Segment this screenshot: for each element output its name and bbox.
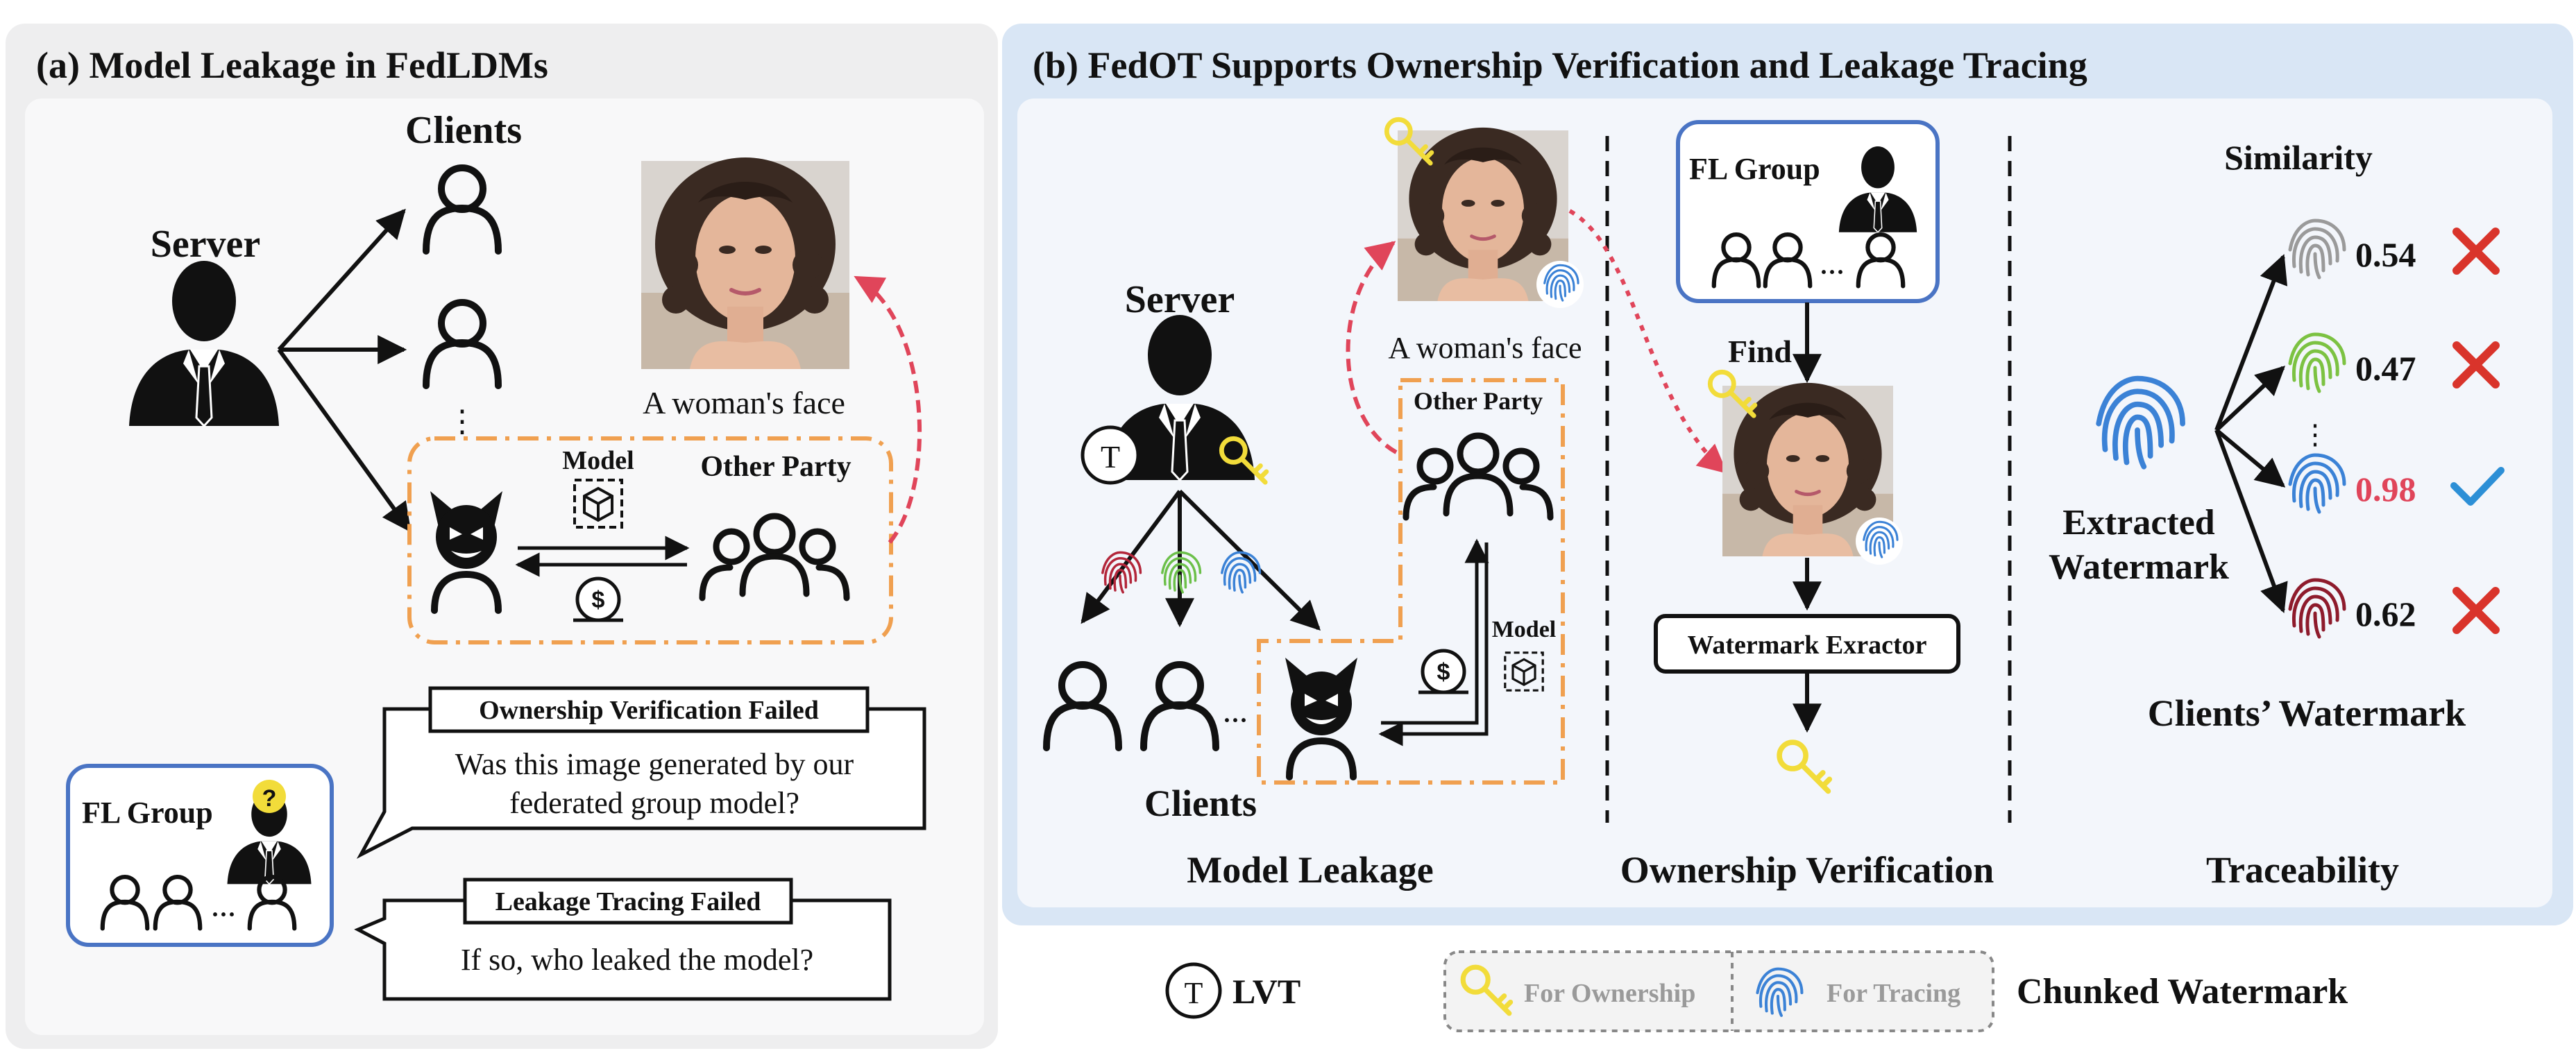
clients-ellipsis: ⋮ bbox=[447, 404, 477, 438]
fingerprint-badge bbox=[1536, 261, 1584, 308]
generated-face-image bbox=[641, 157, 849, 369]
clients-label: Clients bbox=[1144, 783, 1257, 824]
callout-tracing-title-box bbox=[463, 878, 793, 925]
section-label-model-leakage: Model Leakage bbox=[1187, 849, 1433, 891]
extracted-watermark-label-1: Extracted bbox=[2062, 503, 2215, 542]
callout-tracing-line1: If so, who leaked the model? bbox=[461, 943, 813, 977]
panel-b-title: (b) FedOT Supports Ownership Verificatio… bbox=[1033, 44, 2087, 86]
clients-ellipsis: ··· bbox=[1223, 706, 1248, 734]
callout-ownership-line2: federated group model? bbox=[509, 786, 799, 820]
ownership-legend-label: For Ownership bbox=[1524, 979, 1695, 1008]
arrow-to-fingerprint-2 bbox=[2214, 366, 2286, 432]
fl-group-label: FL Group bbox=[1689, 152, 1820, 186]
server-label: Server bbox=[151, 223, 261, 266]
section-label-ownership: Ownership Verification bbox=[1620, 849, 1994, 891]
panel-a-title: (a) Model Leakage in FedLDMs bbox=[36, 44, 548, 86]
arrow-money-to-devil bbox=[1378, 542, 1489, 746]
image-caption: A woman's face bbox=[1388, 331, 1582, 365]
image-caption: A woman's face bbox=[643, 385, 845, 420]
panel-b: (b) FedOT Supports Ownership Verificatio… bbox=[1002, 24, 2573, 925]
fl-group-ellipsis: ··· bbox=[211, 900, 236, 928]
callout-ownership bbox=[356, 707, 926, 859]
similarity-value: 0.62 bbox=[2355, 595, 2416, 633]
other-party-label: Other Party bbox=[1414, 387, 1543, 415]
arrow-server-client3 bbox=[277, 348, 412, 533]
similarity-value: 0.54 bbox=[2355, 235, 2416, 274]
arrow-server-client1 bbox=[277, 208, 406, 352]
check-icon bbox=[2450, 467, 2505, 506]
callout-ownership-line1: Was this image generated by our bbox=[455, 747, 854, 781]
find-label: Find bbox=[1728, 334, 1792, 369]
lvt-badge bbox=[1081, 425, 1140, 485]
traceability-ellipsis: ⋮ bbox=[2301, 419, 2329, 450]
lvt-legend-letter: T bbox=[1185, 976, 1203, 1010]
callout-tracing-title: Leakage Tracing Failed bbox=[495, 887, 761, 916]
legend: T LVT For Ownership For Tracing Chunked … bbox=[1165, 950, 2348, 1032]
server-label: Server bbox=[1125, 278, 1235, 321]
arrow-leak-generation bbox=[854, 275, 922, 544]
arrow-image-to-verify bbox=[1568, 209, 1728, 474]
tracing-legend-label: For Tracing bbox=[1827, 979, 1960, 1008]
lvt-legend-label: LVT bbox=[1232, 972, 1300, 1011]
lvt-badge-letter: T bbox=[1101, 439, 1120, 475]
similarity-label: Similarity bbox=[2224, 138, 2373, 177]
arrow-model-to-party bbox=[1381, 538, 1489, 725]
model-label: Model bbox=[1492, 617, 1557, 642]
lvt-legend-badge bbox=[1165, 962, 1222, 1019]
arrow-leak-generation bbox=[1346, 241, 1398, 454]
fl-group-ellipsis: ··· bbox=[1820, 258, 1845, 286]
other-party-label: Other Party bbox=[700, 451, 851, 483]
cross-icon bbox=[2452, 228, 2500, 275]
arrow-server-devil bbox=[1178, 489, 1321, 631]
callout-ownership-title-box bbox=[428, 686, 870, 733]
similarity-value-match: 0.98 bbox=[2355, 470, 2416, 508]
question-icon bbox=[253, 780, 286, 813]
chunked-watermark-label: Chunked Watermark bbox=[2017, 972, 2348, 1011]
watermark-extractor-label: Watermark Exractor bbox=[1687, 631, 1926, 660]
similarity-value: 0.47 bbox=[2355, 349, 2416, 388]
question-mark: ? bbox=[262, 785, 277, 812]
cross-icon bbox=[2452, 341, 2500, 388]
model-label: Model bbox=[562, 446, 634, 475]
chunked-watermark-box bbox=[1443, 950, 1994, 1032]
callout-tracing bbox=[354, 898, 892, 1001]
fl-group-label: FL Group bbox=[82, 796, 213, 830]
fingerprint-badge bbox=[1856, 518, 1903, 565]
section-label-traceability: Traceability bbox=[2206, 849, 2399, 891]
extracted-watermark-label-2: Watermark bbox=[2049, 547, 2229, 587]
clients-label: Clients bbox=[405, 109, 522, 152]
cross-icon bbox=[2452, 587, 2500, 634]
arrow-to-fingerprint-1 bbox=[2214, 254, 2288, 431]
clients-watermark-label: Clients’ Watermark bbox=[2148, 692, 2466, 734]
arrow-to-fingerprint-4 bbox=[2214, 429, 2288, 613]
panel-a: (a) Model Leakage in FedLDMs Clients Ser… bbox=[6, 24, 998, 1049]
arrow-to-fingerprint-3 bbox=[2215, 428, 2286, 488]
callout-ownership-title: Ownership Verification Failed bbox=[479, 696, 819, 725]
